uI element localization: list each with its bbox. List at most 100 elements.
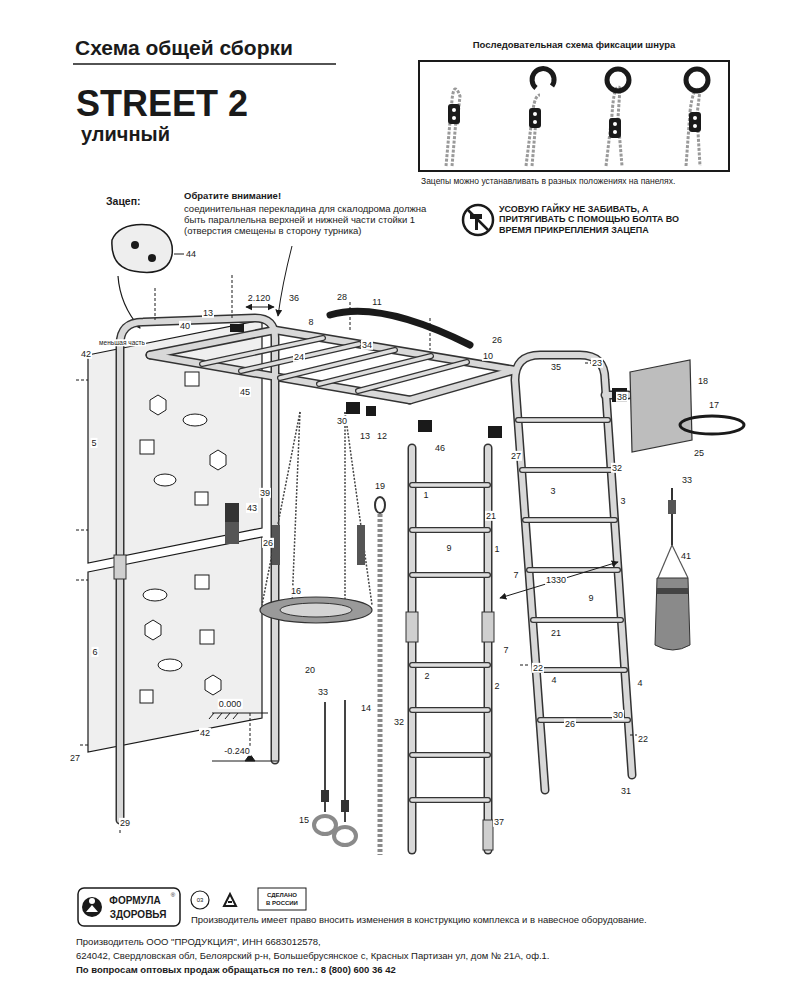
warning-icon: [463, 205, 493, 235]
origin-badge: В РОССИИ: [265, 900, 299, 907]
callout-number: 5: [90, 438, 97, 448]
frame-pipes: [120, 318, 632, 850]
footer-note: Производитель имеет право вносить измене…: [190, 915, 648, 926]
footer-note: По вопросам оптовых продаж обращаться по…: [75, 965, 397, 976]
callout-number: 31: [620, 786, 632, 796]
callout-number: 34: [361, 340, 373, 350]
callout-number: 4: [550, 675, 557, 685]
callout-number: 30: [336, 416, 348, 426]
callout-number: 32: [393, 717, 405, 727]
callout-number: 7: [502, 645, 509, 655]
handle-bar: [330, 311, 470, 345]
callout-number: 3: [619, 496, 626, 506]
footer-note: 624042, Свердловская обл, Белоярский р-н…: [75, 951, 551, 962]
callout-number: 41: [680, 551, 692, 561]
callout-number: 40: [179, 321, 191, 331]
callout-number: 24: [293, 352, 305, 362]
callout-number: 25: [693, 448, 705, 458]
note-heading: Зацеп:: [105, 195, 142, 207]
callout-number: 4: [636, 678, 643, 688]
callout-number: 20: [304, 665, 316, 675]
gym-rings: [314, 700, 356, 845]
callout-number: 22: [637, 734, 649, 744]
callout-number: 27: [510, 451, 522, 461]
callout-number: 6: [91, 647, 98, 657]
callout-number: 23: [591, 358, 603, 368]
callout-number: 30: [612, 710, 624, 720]
frame-pipes: [120, 318, 632, 850]
step-panel: Последовательная схема фиксации шнура: [418, 40, 730, 172]
logo-text: ФОРМУЛА: [108, 895, 161, 907]
model-name: STREET 2: [75, 83, 249, 124]
callout-number: 10: [482, 351, 494, 361]
callout-number: 26: [491, 335, 503, 345]
note-heading: Обратите внимание!: [183, 191, 282, 202]
callout-number: 26: [564, 719, 576, 729]
callout-number: 11: [371, 297, 382, 307]
panel-heading: Последовательная схема фиксации шнура: [418, 40, 730, 51]
callout-number: 14: [360, 703, 372, 713]
callout-number: 9: [445, 543, 452, 553]
callout-number: 46: [434, 443, 446, 453]
callout-number: 28: [336, 292, 348, 302]
callout-number: 2: [423, 671, 430, 681]
logo-text: ЗДОРОВЬЯ: [109, 909, 168, 921]
callout-number: 45: [239, 387, 251, 397]
callout-number: 33: [317, 687, 329, 697]
brackets: [230, 324, 627, 438]
callout-number: 9: [587, 593, 594, 603]
callout-number: 22: [532, 663, 544, 673]
callout-number: 32: [611, 463, 623, 473]
swing-nest: [260, 412, 372, 623]
callout-number: 16: [290, 586, 302, 596]
note-text: Зацепы можно устанавливать в разных поло…: [420, 177, 676, 187]
climbing-panels: [88, 320, 262, 752]
hold-figure: [112, 225, 184, 328]
callout-number: 1: [422, 490, 429, 500]
dimension: -0.240: [223, 746, 251, 756]
callout-number: 8: [307, 317, 314, 327]
callout-number: 37: [493, 817, 505, 827]
callout-number: 21: [485, 511, 497, 521]
warning-text: УСОВУЮ ГАЙКУ НЕ ЗАБИВАТЬ, А ПРИТЯГИВАТЬ …: [498, 204, 715, 235]
callout-number: 13: [359, 431, 371, 441]
callout-number: 27: [69, 753, 81, 763]
callout-number: 44: [185, 249, 197, 259]
note-text: соединительная перекладина для скалодром…: [183, 204, 430, 237]
bolt-lines: [76, 275, 640, 835]
callout-number: 38: [616, 392, 628, 402]
subtitle: уличный: [80, 123, 171, 146]
callout-number: 19: [374, 481, 386, 491]
callout-number: 2: [493, 681, 500, 691]
punching-bag: [655, 488, 690, 650]
dimension: 2.120: [247, 293, 272, 303]
panel-frame: [418, 60, 730, 172]
callout-number: 35: [550, 362, 562, 372]
part-note: меньшая часть: [98, 339, 146, 346]
callout-number: 43: [246, 503, 258, 513]
basketball-board: [630, 360, 744, 452]
callout-number: 33: [681, 475, 693, 485]
leader-line: [278, 246, 292, 316]
dimension-lines: [209, 307, 618, 761]
title-underline: [73, 63, 336, 65]
logo-mark: ®: [170, 892, 176, 899]
footer-note: Производитель ООО "ПРОДУКЦИЯ", ИНН 66830…: [75, 937, 322, 948]
ladder-rungs: [202, 338, 628, 800]
ladder-rungs: [202, 338, 628, 800]
callout-number: 1: [493, 544, 500, 554]
recycle-code: 03: [196, 897, 205, 904]
callout-number: 13: [202, 308, 214, 318]
callout-number: 36: [288, 293, 300, 303]
dimension: 0.000: [218, 699, 243, 709]
callout-number: 3: [549, 486, 556, 496]
page-title: Схема общей сборки: [75, 36, 293, 60]
origin-badge: СДЕЛАНО: [266, 892, 298, 899]
callout-number: 26: [262, 538, 274, 548]
callout-number: 7: [512, 570, 519, 580]
callout-number: 29: [119, 818, 131, 828]
sleeves: [114, 555, 494, 850]
callout-number: 18: [697, 376, 709, 386]
callout-number: 15: [298, 815, 310, 825]
